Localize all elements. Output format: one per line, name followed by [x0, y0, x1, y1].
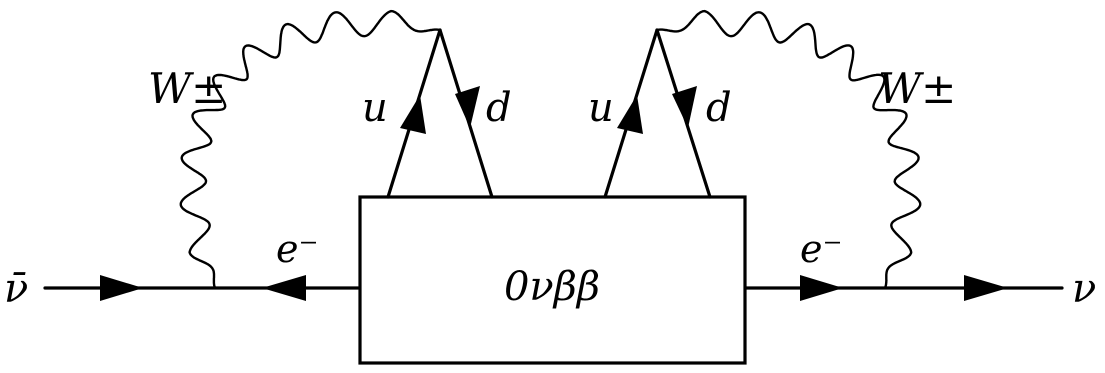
- arrow-u-left: [400, 95, 426, 134]
- label-electron-right: e⁻: [800, 227, 843, 271]
- arrow-electron-left: [262, 275, 306, 301]
- arrow-u-right: [617, 95, 643, 134]
- w-boson-line-left: [179, 9, 441, 289]
- arrow-neutrino: [964, 275, 1008, 301]
- label-u-right: u: [588, 85, 614, 131]
- w-boson-line-right: [656, 9, 922, 289]
- label-d-right: d: [706, 85, 732, 131]
- arrow-d-left: [455, 86, 480, 128]
- arrow-d-right: [672, 86, 697, 128]
- vertex-box: [358, 195, 747, 365]
- arrow-antineutrino: [100, 275, 143, 301]
- label-vertex-box: 0νββ: [504, 264, 600, 310]
- label-w-right: W±: [878, 64, 956, 113]
- label-electron-left: e⁻: [276, 227, 319, 271]
- arrow-electron-right: [800, 275, 843, 301]
- label-neutrino: ν: [1072, 266, 1096, 312]
- label-d-left: d: [486, 85, 512, 131]
- label-w-left: W±: [148, 64, 226, 113]
- label-u-left: u: [362, 85, 388, 131]
- label-antineutrino: ν̄: [4, 266, 28, 312]
